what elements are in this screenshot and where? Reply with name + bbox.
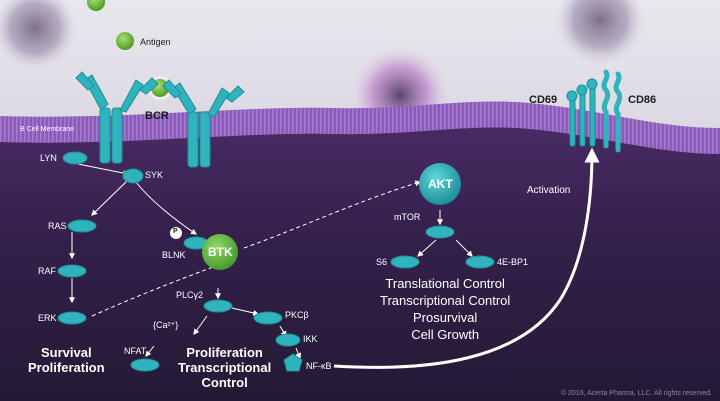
- syk-label: SYK: [145, 170, 164, 180]
- antigen-label: Antigen: [140, 37, 171, 47]
- survival-line-2: Proliferation: [28, 360, 105, 375]
- btk-node: [202, 234, 238, 270]
- pkcb-label: PKCβ: [285, 310, 309, 320]
- cd86-receptor-icon: [601, 69, 623, 153]
- s6-protein-icon: [390, 255, 420, 269]
- cd86-label: CD86: [628, 94, 657, 106]
- bcr-receptor-icon: [75, 71, 245, 168]
- nfat-label: NFAT: [124, 346, 147, 356]
- background-cell-blob: [555, 0, 645, 65]
- bcr-label: BCR: [145, 110, 169, 122]
- proliferation-outcome: Proliferation Transcriptional Control: [178, 345, 271, 390]
- raf-protein-icon: [57, 264, 87, 278]
- mtor-label: mTOR: [394, 212, 421, 222]
- antigen-particle: [116, 32, 134, 50]
- survival-line-1: Survival: [40, 345, 92, 360]
- nfkb-label: NF-κB: [306, 361, 332, 371]
- ikk-label: IKK: [303, 334, 318, 344]
- antigen-particle: [87, 0, 105, 11]
- lyn-label: LYN: [40, 153, 57, 163]
- cytoplasm: [0, 113, 720, 401]
- akt-outcome-line-2: Transcriptional Control: [380, 293, 511, 308]
- plcg2-label: PLCγ2: [176, 290, 204, 300]
- survival-outcome: Survival Proliferation: [28, 345, 105, 375]
- akt-label: AKT: [428, 177, 453, 191]
- background-cell-blob: [0, 0, 77, 70]
- blnk-label: BLNK: [162, 250, 186, 260]
- plcg2-protein-icon: [203, 299, 233, 313]
- syk-protein-icon: [122, 168, 144, 184]
- activation-label: Activation: [527, 185, 571, 196]
- phospho-icon: [170, 227, 182, 239]
- btk-label: BTK: [208, 245, 233, 259]
- prolif-line-1: Proliferation: [186, 345, 263, 360]
- membrane-label: B Cell Membrane: [20, 126, 75, 133]
- phospho-label: P: [173, 228, 178, 235]
- ikk-protein-icon: [275, 333, 301, 347]
- ras-protein-icon: [67, 219, 97, 233]
- akt-outcome-line-4: Cell Growth: [411, 327, 480, 342]
- raf-label: RAF: [38, 266, 56, 276]
- copyright-notice: © 2016, Acerta Pharma, LLC. All rights r…: [560, 390, 712, 397]
- akt-outcome: Translational Control Transcriptional Co…: [380, 275, 510, 343]
- akt-outcome-line-1: Translational Control: [385, 276, 505, 291]
- 4ebp1-protein-icon: [465, 255, 495, 269]
- pathway-arrows: [69, 163, 473, 360]
- dashed-arrows: [91, 180, 422, 317]
- cd69-receptor-icon: [566, 78, 598, 147]
- b-cell-membrane: [0, 101, 720, 154]
- mtor-protein-icon: [425, 225, 455, 239]
- erk-protein-icon: [57, 311, 87, 325]
- lyn-protein-icon: [62, 151, 88, 165]
- pkcb-protein-icon: [253, 311, 283, 325]
- nfat-protein-icon: [130, 358, 160, 372]
- prolif-line-2: Transcriptional: [178, 360, 272, 375]
- erk-label: ERK: [38, 313, 57, 323]
- akt-node: [419, 163, 461, 205]
- activation-arrow: [333, 147, 600, 369]
- nfkb-pentagon-icon: [283, 353, 303, 372]
- prolif-line-3: Control: [201, 375, 248, 390]
- cd69-label: CD69: [529, 94, 558, 106]
- 4ebp1-label: 4E-BP1: [497, 257, 529, 267]
- akt-outcome-line-3: Prosurvival: [413, 310, 478, 325]
- s6-label: S6: [376, 257, 388, 267]
- calcium-label: {Ca²⁺}: [153, 320, 179, 330]
- ras-label: RAS: [48, 221, 67, 231]
